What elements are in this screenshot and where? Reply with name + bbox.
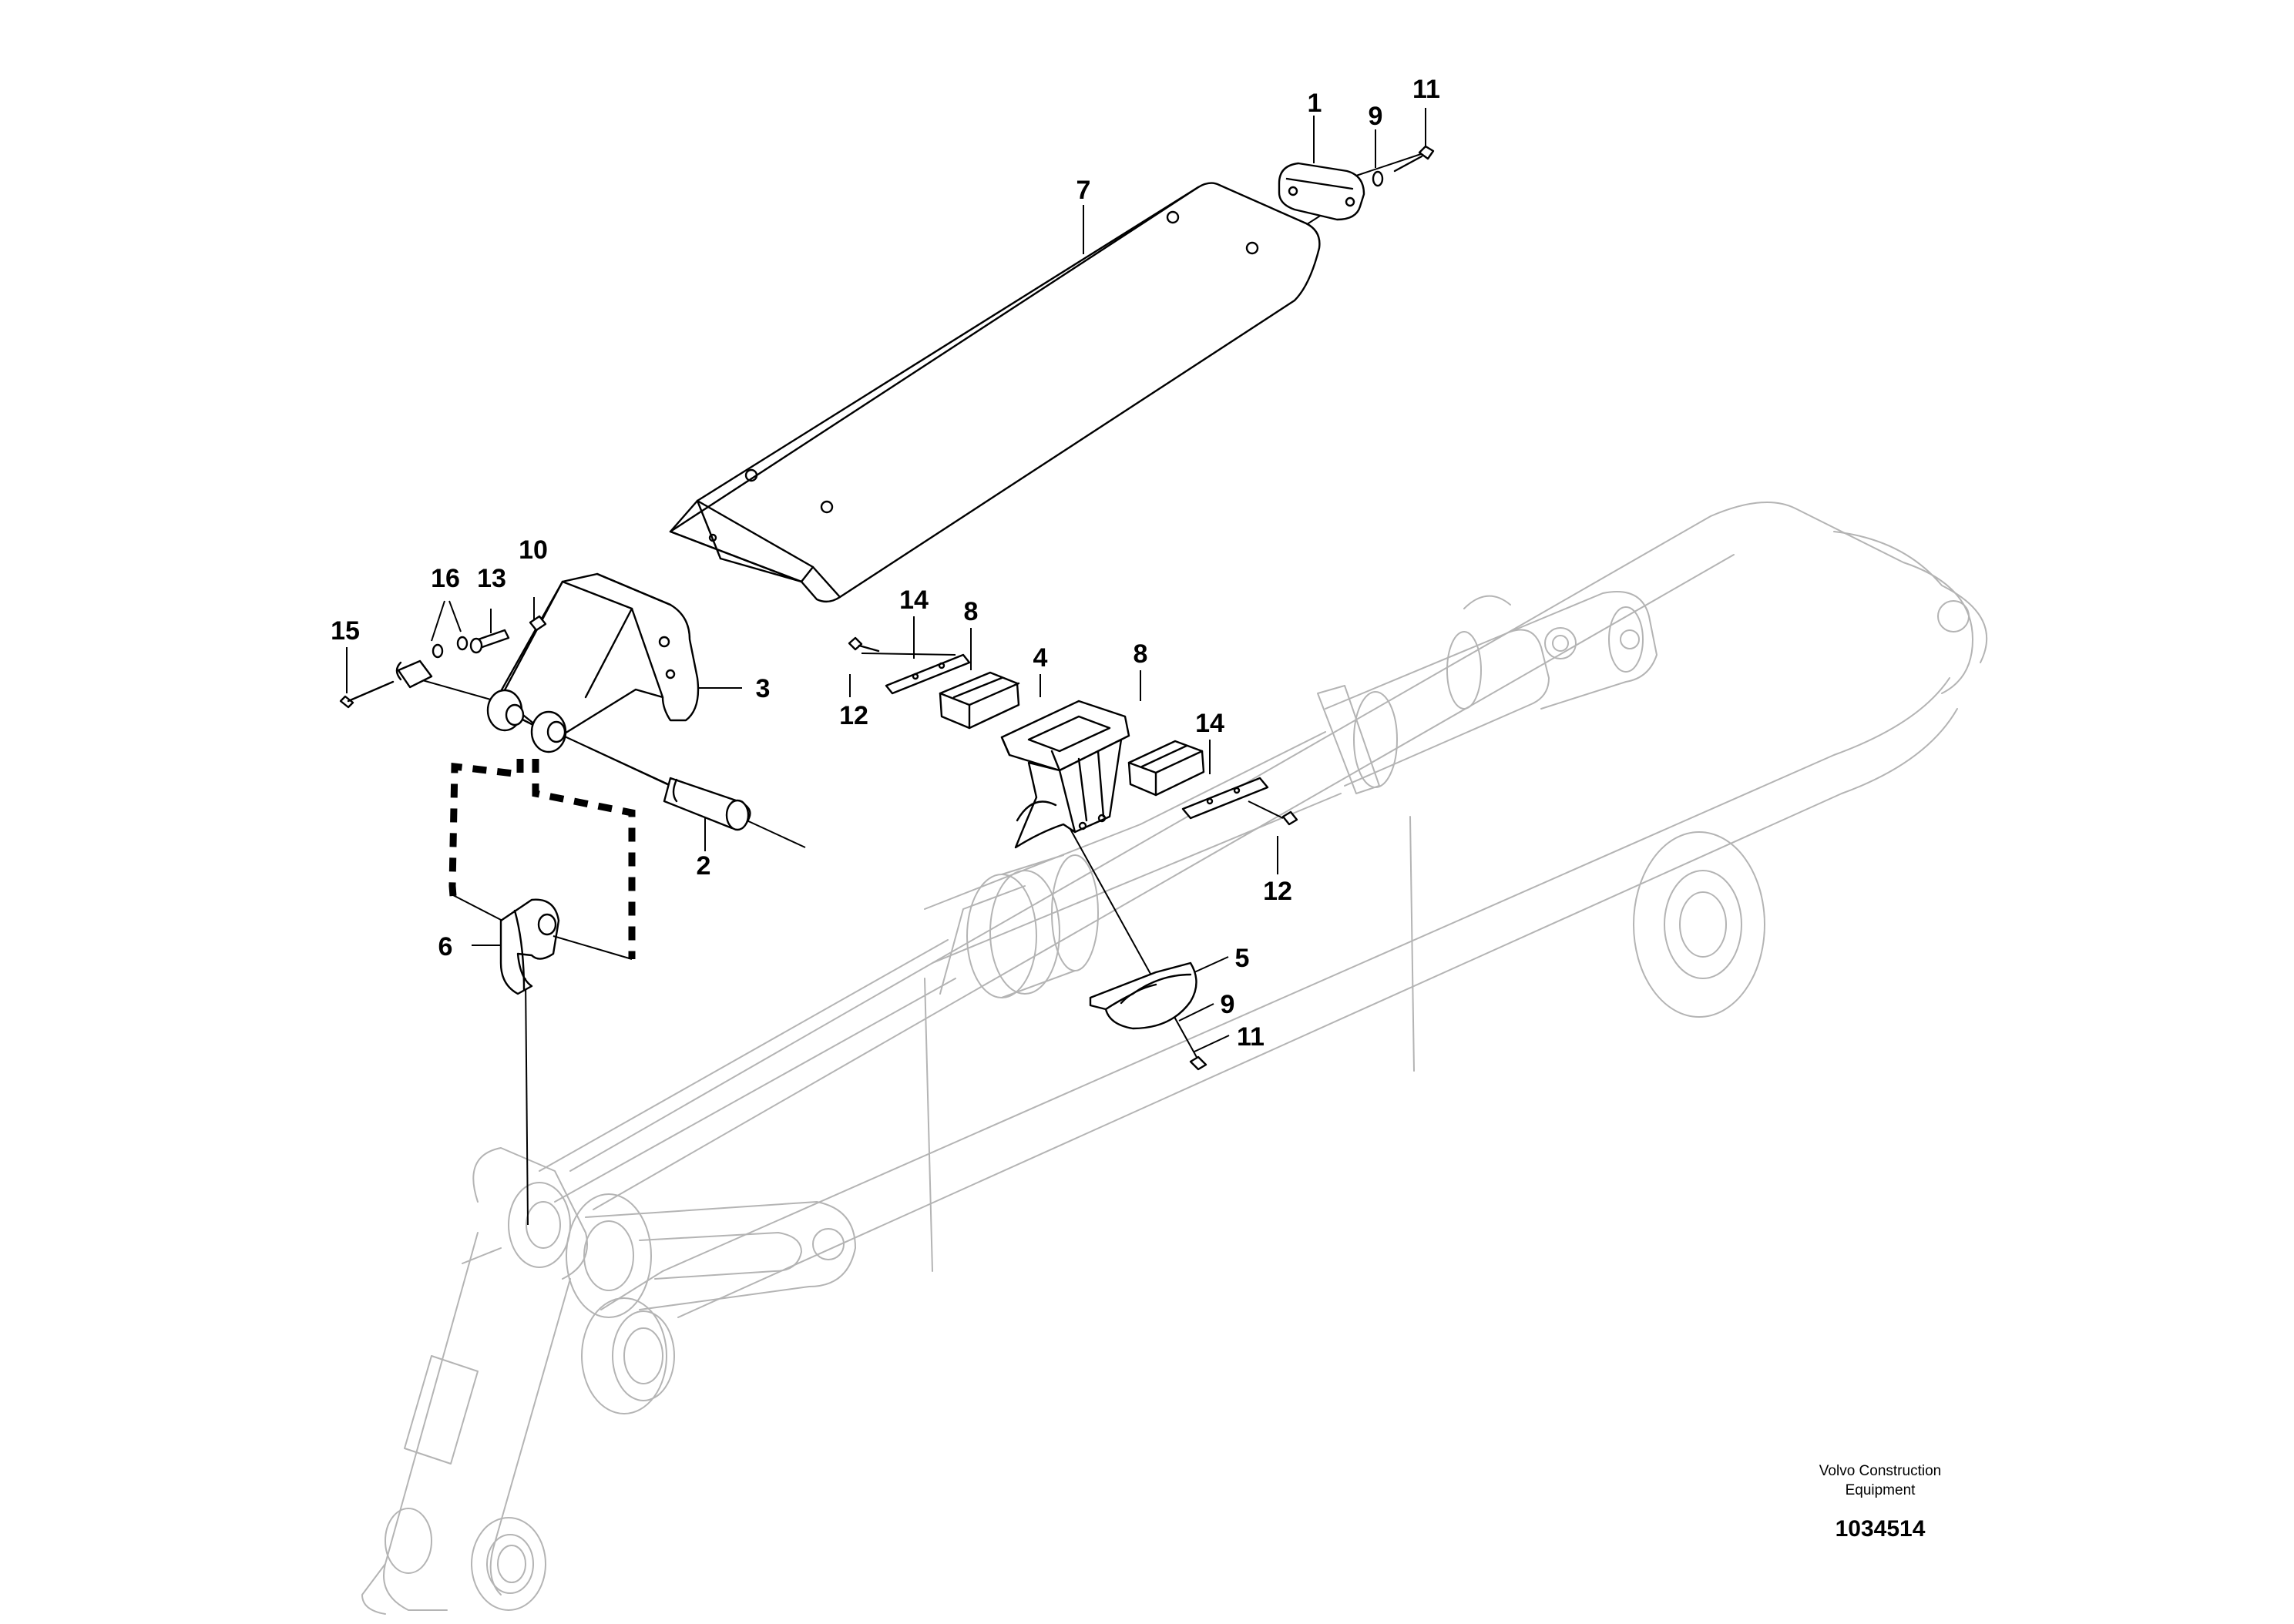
part-11-bolt-lower <box>1189 1055 1207 1071</box>
part-13-bolt <box>469 629 510 654</box>
callout-3: 3 <box>756 674 771 703</box>
part-4-support <box>1000 700 1130 849</box>
callout-7: 7 <box>1076 176 1091 205</box>
brand-block: Volvo Construction Equipment 1034514 <box>1819 1463 1941 1542</box>
callout-9-top: 9 <box>1369 102 1383 131</box>
part-3-bracket <box>486 572 700 753</box>
callout-11-lower: 11 <box>1237 1022 1265 1052</box>
part-9-washer-top <box>1372 170 1384 187</box>
callout-11-top: 11 <box>1412 75 1440 104</box>
part-6-clamp <box>499 898 560 995</box>
callout-14-left: 14 <box>899 586 929 615</box>
callout-12-left: 12 <box>839 701 868 730</box>
callout-16: 16 <box>431 564 460 593</box>
callout-13: 13 <box>477 564 506 593</box>
brand-line-2: Equipment <box>1846 1482 1916 1498</box>
brand-line-1: Volvo Construction <box>1819 1463 1941 1479</box>
assembly-frame-dashed <box>448 759 636 960</box>
part-16-nut <box>432 636 469 659</box>
part-7-cover <box>669 182 1321 603</box>
part-14-shim-left <box>885 653 971 695</box>
part-11-bolt-top <box>1393 145 1435 173</box>
callout-8-right: 8 <box>1134 639 1148 669</box>
part-8-pad-right <box>1127 740 1205 797</box>
callout-1: 1 <box>1308 89 1322 118</box>
callout-12-right: 12 <box>1263 877 1292 906</box>
part-12-bolt-left <box>848 636 880 653</box>
callout-8-left: 8 <box>964 597 979 626</box>
callout-4: 4 <box>1033 643 1048 673</box>
callout-15: 15 <box>331 616 360 646</box>
callout-14-right: 14 <box>1195 709 1224 738</box>
part-8-pad-left <box>939 671 1020 730</box>
part-12-bolt-right <box>1281 810 1298 826</box>
callout-10: 10 <box>519 535 548 565</box>
document-number: 1034514 <box>1836 1516 1926 1542</box>
part-2-pin <box>663 777 751 831</box>
part-14-shim-right <box>1181 777 1269 820</box>
callout-6: 6 <box>438 932 453 961</box>
part-15-pin-lock <box>339 659 433 709</box>
callout-5: 5 <box>1235 944 1250 973</box>
part-1-plate <box>1278 162 1365 221</box>
excavator-boom-background <box>361 502 1988 1615</box>
callout-2: 2 <box>697 851 711 881</box>
callout-labels: 1 9 11 7 10 13 16 15 3 2 6 14 8 4 8 14 1… <box>331 75 1440 1052</box>
part-5-clamp-half <box>1089 961 1197 1030</box>
callout-9-lower: 9 <box>1221 990 1235 1019</box>
